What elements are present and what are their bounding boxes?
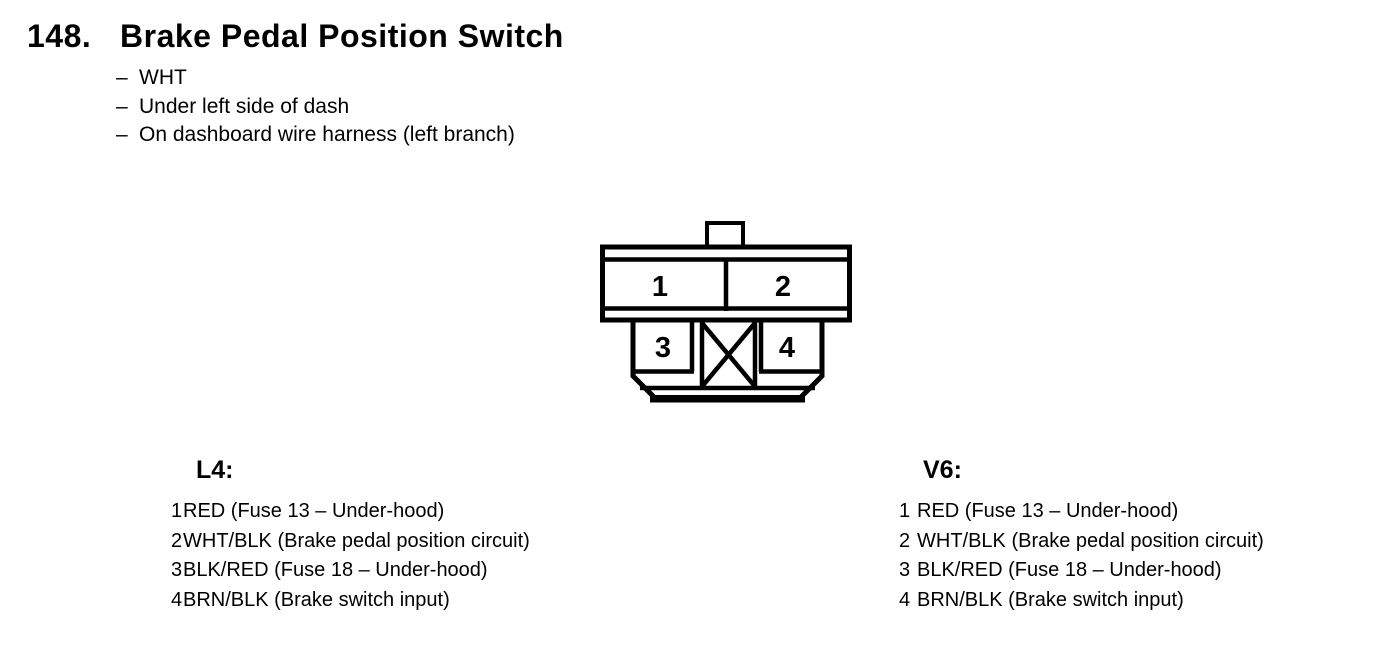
engine-heading-l4: L4: <box>196 456 234 484</box>
pin-row: 1 RED (Fuse 13 – Under-hood) <box>171 497 530 527</box>
pin-number: 3 <box>899 559 911 581</box>
note-row: – Under left side of dash <box>116 93 515 122</box>
note-dash: – <box>116 123 128 146</box>
engine-heading-v6: V6: <box>923 456 962 484</box>
pinout-list-l4: 1 RED (Fuse 13 – Under-hood) 2 WHT/BLK (… <box>171 497 530 615</box>
pin-number: 2 <box>171 529 183 552</box>
pin-row: 1 RED (Fuse 13 – Under-hood) <box>899 497 1264 527</box>
pinout-column-v6: V6: 1 RED (Fuse 13 – Under-hood) 2 WHT/B… <box>899 457 1264 615</box>
pin-description: BLK/RED (Fuse 18 – Under-hood) <box>917 559 1222 581</box>
pin-description: WHT/BLK (Brake pedal position circuit) <box>183 529 530 552</box>
note-text-location: Under left side of dash <box>139 94 350 118</box>
pin-number: 1 <box>171 500 183 522</box>
connector-diagram: 1 2 3 4 <box>600 221 852 403</box>
pin-4-label: 4 <box>779 332 795 364</box>
pin-2-label: 2 <box>775 271 791 303</box>
pin-row: 2 WHT/BLK (Brake pedal position circuit) <box>171 527 530 557</box>
pin-description: WHT/BLK (Brake pedal position circuit) <box>917 529 1264 552</box>
section-title-text: Brake Pedal Position Switch <box>120 18 564 54</box>
note-text-wire-color: WHT <box>139 66 187 89</box>
pin-description: BLK/RED (Fuse 18 – Under-hood) <box>183 559 488 581</box>
note-dash: – <box>116 94 128 118</box>
pin-row: 3 BLK/RED (Fuse 18 – Under-hood) <box>899 556 1264 586</box>
pinout-list-v6: 1 RED (Fuse 13 – Under-hood) 2 WHT/BLK (… <box>899 497 1264 615</box>
pin-number: 1 <box>899 500 911 522</box>
keyway-x-diagonal-2 <box>700 321 757 388</box>
pin-row: 4 BRN/BLK (Brake switch input) <box>171 586 530 616</box>
note-dash: – <box>116 66 128 89</box>
pin-description: RED (Fuse 13 – Under-hood) <box>917 500 1179 522</box>
section-number: 148. <box>27 18 92 54</box>
note-row: – On dashboard wire harness (left branch… <box>116 121 515 150</box>
pin-description: RED (Fuse 13 – Under-hood) <box>183 500 445 522</box>
pin-description: BRN/BLK (Brake switch input) <box>917 588 1184 611</box>
notes-list: – WHT – Under left side of dash – On das… <box>116 64 515 150</box>
note-row: – WHT <box>116 64 515 93</box>
note-text-harness: On dashboard wire harness (left branch) <box>139 123 515 146</box>
section-title: 148. Brake Pedal Position Switch <box>27 16 564 56</box>
pin-row: 4 BRN/BLK (Brake switch input) <box>899 586 1264 616</box>
pin-3-label: 3 <box>655 332 671 364</box>
pin-description: BRN/BLK (Brake switch input) <box>183 588 450 611</box>
pin-number: 3 <box>171 559 183 581</box>
pin-number: 2 <box>899 529 911 552</box>
pinout-column-l4: L4: 1 RED (Fuse 13 – Under-hood) 2 WHT/B… <box>171 457 530 615</box>
pin-number: 4 <box>171 588 183 611</box>
pin-1-label: 1 <box>652 271 668 303</box>
pin-row: 2 WHT/BLK (Brake pedal position circuit) <box>899 527 1264 557</box>
pin-number: 4 <box>899 588 911 611</box>
pin-row: 3 BLK/RED (Fuse 18 – Under-hood) <box>171 556 530 586</box>
